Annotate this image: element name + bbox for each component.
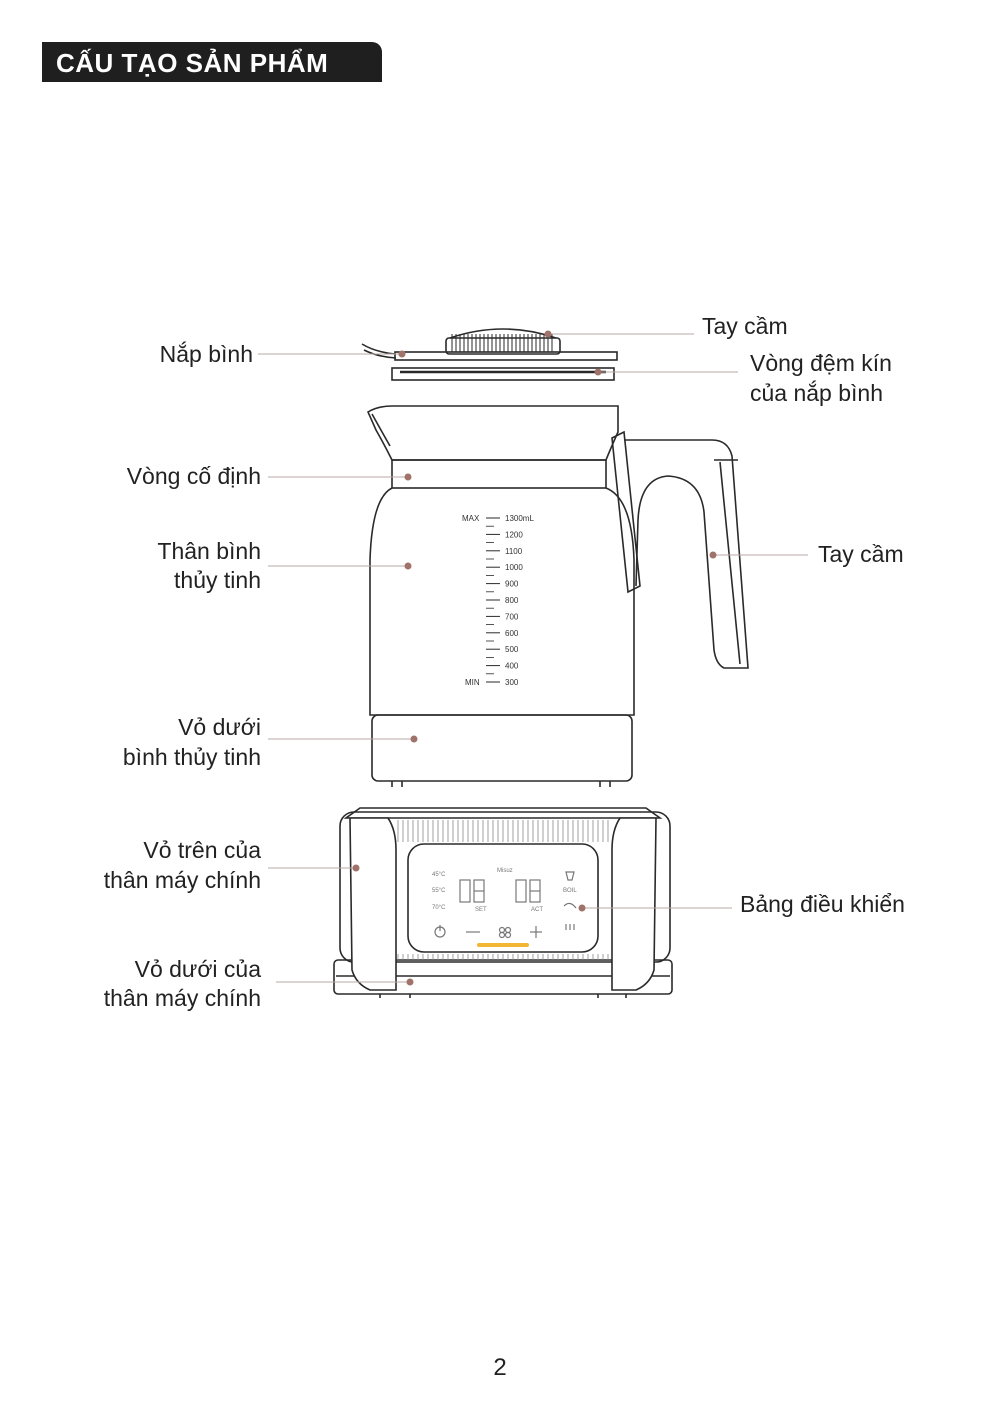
temp-55: 55°C [432, 888, 446, 894]
label-upper-base-1: Vỏ trên của [143, 837, 261, 863]
label-seal-ring-1: Vòng đệm kín [750, 350, 892, 376]
scale-max-label: MAX [462, 514, 480, 523]
scale-min-label: MIN [465, 678, 480, 687]
temp-45: 45°C [432, 872, 446, 878]
part-labels: Nắp bình Tay cầm Vòng đệm kín của nắp bì… [104, 313, 905, 1011]
section-header: CẤU TẠO SẢN PHẨM [42, 42, 382, 82]
page-number: 2 [493, 1354, 507, 1381]
scale-mark-label: 1300mL [505, 514, 534, 523]
scale-mark-label: 500 [505, 645, 519, 654]
act-label: ACT [531, 907, 543, 913]
label-handle-top: Tay cầm [702, 313, 788, 339]
label-fixing-ring: Vòng cố định [127, 463, 261, 489]
label-glass-body-2: thủy tinh [174, 567, 261, 593]
cup-icon [565, 871, 575, 881]
panel-brand: Misuz [497, 868, 513, 874]
set-label: SET [475, 907, 487, 913]
volume-scale: MAX MIN 1300mL 1200 1100 1000 900 800 700 600 50… [462, 514, 534, 687]
main-base [333, 807, 673, 998]
label-lower-base-2: thân máy chính [104, 985, 261, 1011]
scale-mark-label: 300 [505, 678, 519, 687]
scale-mark-label: 800 [505, 596, 519, 605]
label-lid: Nắp bình [160, 341, 253, 367]
label-glass-body-1: Thân bình [157, 538, 261, 564]
label-jug-bottom-1: Vỏ dưới [178, 714, 261, 740]
glass-jug [366, 405, 749, 787]
leaf-icon [563, 902, 577, 909]
label-upper-base-2: thân máy chính [104, 867, 261, 893]
control-panel: Misuz 45°C 55°C 70°C BOIL SET ACT [432, 868, 577, 947]
scale-mark-label: 600 [505, 629, 519, 638]
scale-mark-label: 1100 [505, 547, 523, 556]
label-jug-bottom-2: bình thủy tinh [123, 744, 261, 770]
leader-lines [258, 330, 808, 986]
scale-mark-label: 400 [505, 662, 519, 671]
scale-mark-label: 900 [505, 580, 519, 589]
scale-mark-label: 700 [505, 612, 519, 621]
label-seal-ring-2: của nắp bình [750, 380, 883, 406]
temp-70: 70°C [432, 905, 446, 911]
boil-label: BOIL [563, 888, 577, 894]
label-lower-base-1: Vỏ dưới của [135, 956, 262, 982]
section-title: CẤU TẠO SẢN PHẨM [56, 48, 329, 78]
scale-mark-label: 1000 [505, 563, 523, 572]
scale-mark-label: 1200 [505, 530, 523, 539]
digit-icon [459, 879, 471, 903]
label-control-panel: Bảng điều khiển [740, 891, 905, 917]
indicator-light [477, 943, 529, 947]
label-handle-side: Tay cầm [818, 541, 904, 567]
